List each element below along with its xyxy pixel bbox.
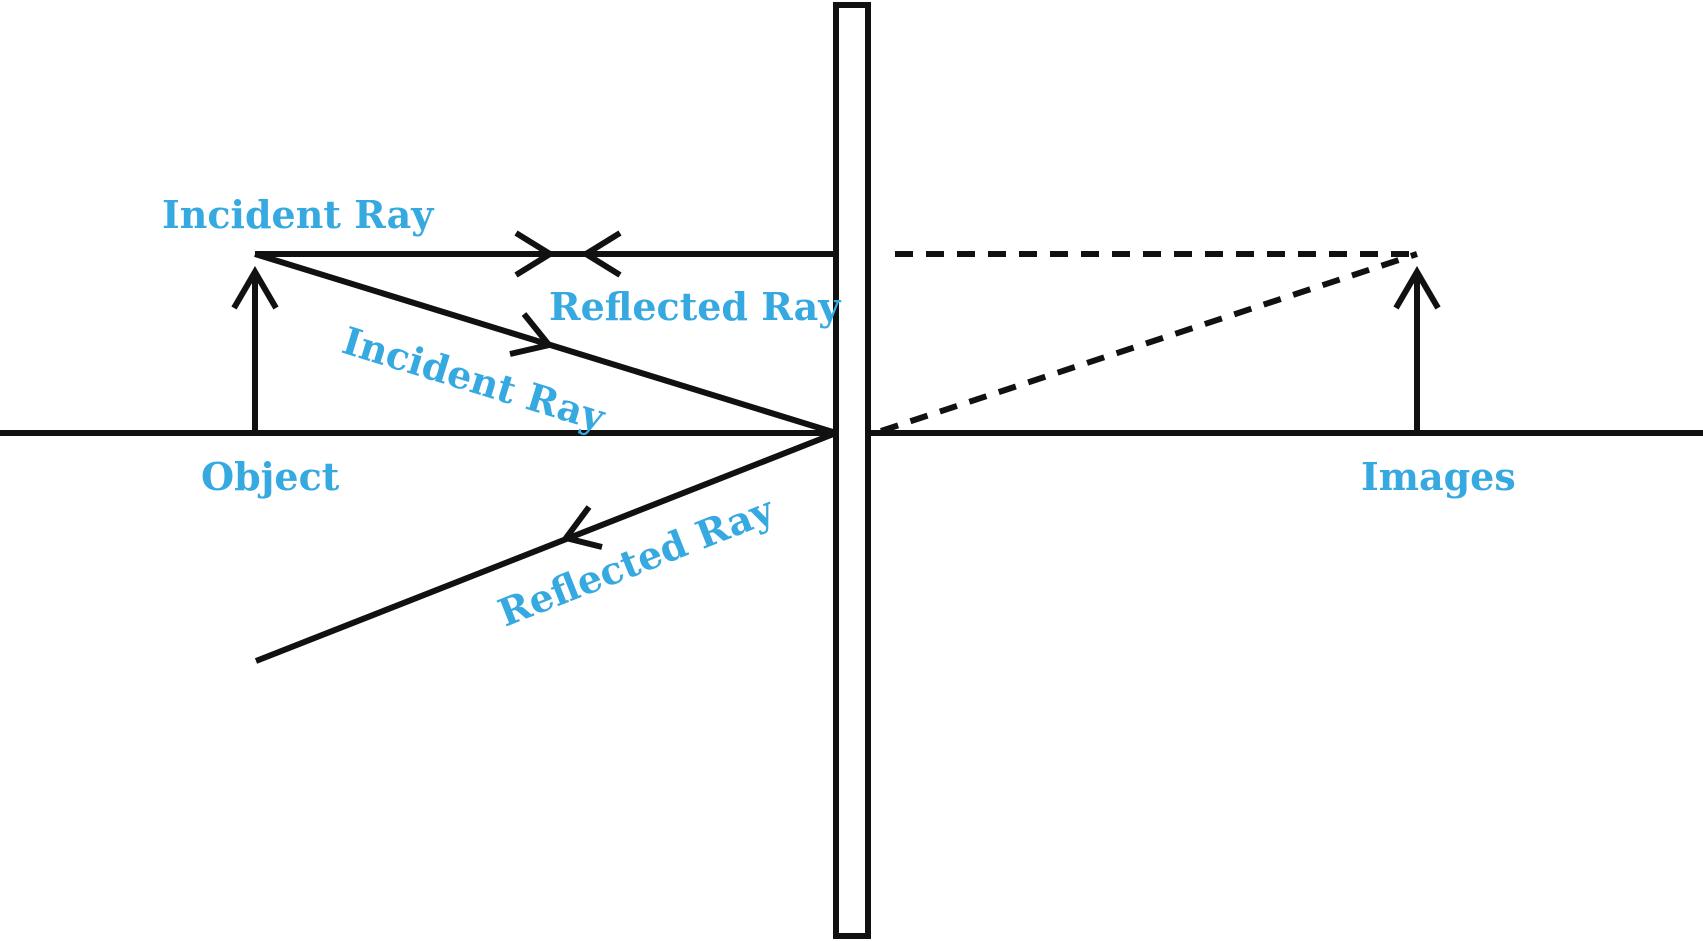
image-arrow [1393, 266, 1441, 433]
oblique-incident-arrowhead [509, 312, 555, 357]
label-incident-ray-oblique: Incident Ray [337, 318, 610, 441]
label-object: Object [201, 454, 340, 499]
plane-mirror [833, 2, 871, 939]
reflected-ray-arrowhead-left [580, 230, 622, 278]
oblique-reflected-arrowhead [560, 505, 603, 550]
label-incident-ray-top: Incident Ray [162, 192, 434, 237]
label-reflected-ray-top: Reflected Ray [549, 284, 841, 329]
virtual-oblique-ray [880, 251, 1418, 434]
incident-ray-arrowhead-right [514, 230, 556, 278]
oblique-reflected-ray [254, 430, 838, 664]
object-arrow [231, 266, 279, 433]
label-images: Images [1361, 454, 1516, 499]
